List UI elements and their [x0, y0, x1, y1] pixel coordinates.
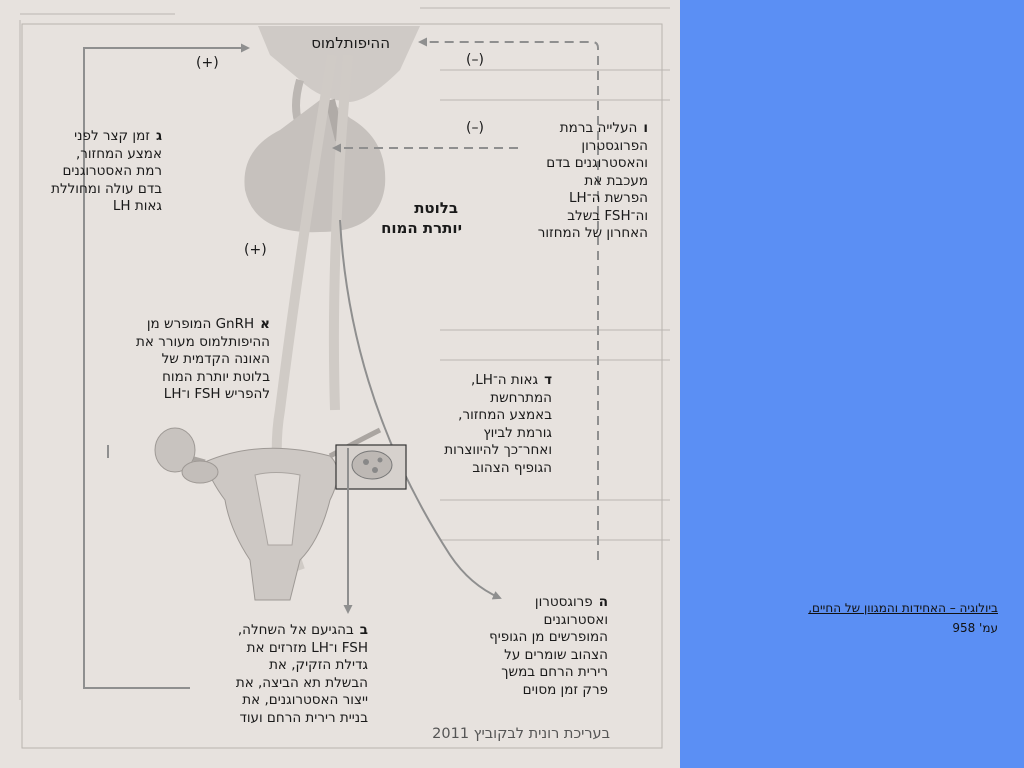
source-citation: ביולוגיה – האחידות והמגוון של החיים, עמ'… — [740, 598, 998, 638]
step-e-letter: ה — [598, 594, 608, 610]
sign-negative-mid: (–) — [466, 120, 484, 136]
step-d-letter: ד — [544, 372, 552, 388]
step-c-line: גאות LH — [112, 198, 162, 214]
arrow-negative-feedback-1 — [418, 37, 599, 560]
step-f: והעלייה ברמת הפרוגסטרון והאסטרוגנים בדם … — [538, 120, 648, 243]
step-f-line: מעכבת את — [584, 172, 648, 189]
step-e-line: רירית הרחם במשך — [501, 664, 608, 680]
step-b: ב בהגיעם אל השחלה, FSH ו־LH מזרזים את גדי… — [236, 622, 368, 727]
step-e-line: ואסטרוגנים — [543, 611, 608, 628]
step-a-letter: א — [260, 316, 270, 332]
step-c-line: אמצע המחזור, — [75, 145, 162, 162]
step-c: ג זמן קצר לפני אמצע המחזור, רמת האסטרוגני… — [51, 128, 162, 216]
step-c-line: בדם עולה ומחוללת — [51, 180, 162, 197]
step-d-line: באמצע המחזור, — [458, 407, 552, 423]
step-b-line: גדילת הזקיק, את — [269, 657, 368, 673]
step-b-letter: ב — [359, 622, 368, 638]
pituitary-label-line1: בלוטת — [414, 199, 458, 217]
step-c-line: רמת האסטרוגנים — [62, 163, 162, 179]
step-e-line: פרק זמן מסוים — [522, 681, 608, 698]
pituitary-label-line2: יותרת המוח — [381, 219, 462, 237]
step-e-line: הצהוב שומרים על — [504, 646, 608, 663]
sign-positive-mid: (+) — [244, 242, 267, 258]
step-a: א GnRH המופרש מן ההיפותלמוס מעורר את האונ… — [136, 316, 270, 404]
hypothalamus-label: ההיפותלמוס — [311, 34, 390, 52]
step-f-line: וה־FSH בשלב — [567, 207, 648, 224]
sign-positive-top: (+) — [196, 55, 219, 71]
step-a-line: להפריש FSH ו־LH — [163, 386, 270, 402]
diagram-artwork — [19, 7, 670, 749]
arrow-positive-feedback — [83, 43, 250, 689]
uterus-shape — [154, 427, 382, 601]
step-d-line: גורמת לביוץ — [483, 424, 552, 441]
sign-negative-top: (–) — [466, 52, 484, 68]
diagram-scan: ההיפותלמוס בלוטת יותרת המוח (+) (–) (–) … — [0, 0, 680, 768]
step-f-line: הפרוגסטרון — [581, 137, 648, 154]
step-e-line: פרוגסטרון — [534, 594, 593, 610]
step-b-line: בהגיעם אל השחלה, — [237, 622, 354, 638]
step-b-line: בניית רירית הרחם ועוד — [239, 709, 368, 726]
step-d: ד גאות ה־LH, המתרחשת באמצע המחזור, גורמת … — [444, 372, 552, 477]
step-d-line: גאות ה־LH, — [470, 372, 539, 388]
step-a-line: GnRH המופרש מן — [146, 316, 255, 332]
step-d-line: הגופיף הצהוב — [472, 459, 552, 476]
step-c-letter: ג — [155, 128, 162, 144]
step-b-line: ייצור האסטרוגנים, את — [242, 692, 368, 708]
step-f-letter: ו — [643, 120, 648, 136]
citation-page: עמ' 958 — [952, 621, 998, 635]
credit-line: בעריכת רונית לבקוביץ 2011 — [432, 726, 610, 742]
step-e-line: המופרשים מן הגופיף — [489, 629, 608, 645]
tube-right — [328, 54, 353, 411]
step-e: ה פרוגסטרון ואסטרוגנים המופרשים מן הגופיף… — [489, 594, 608, 699]
step-f-line: הפרשת ה־LH — [569, 190, 648, 206]
step-a-line: ההיפותלמוס מעורר את — [136, 333, 270, 350]
citation-title[interactable]: ביולוגיה – האחידות והמגוון של החיים, — [808, 601, 998, 615]
step-a-line: האונה הקדמית של — [161, 351, 270, 367]
arrow-to-e — [339, 219, 502, 600]
step-f-line: והאסטרוגנים בדם — [546, 155, 648, 171]
step-d-line: המתרחשת — [490, 389, 552, 406]
step-b-line: הבשלת תא הביצה, את — [235, 674, 368, 691]
step-b-line: FSH ו־LH מזרזים את — [246, 639, 368, 656]
step-f-line: העלייה ברמת — [559, 120, 638, 136]
step-f-line: האחרון של המחזור — [537, 225, 648, 241]
step-a-line: בלוטת יותרת המוח — [162, 368, 270, 385]
step-d-line: ואחר־כך להיווצרות — [444, 442, 552, 458]
side-panel — [680, 0, 1024, 768]
step-c-line: זמן קצר לפני — [74, 128, 150, 144]
